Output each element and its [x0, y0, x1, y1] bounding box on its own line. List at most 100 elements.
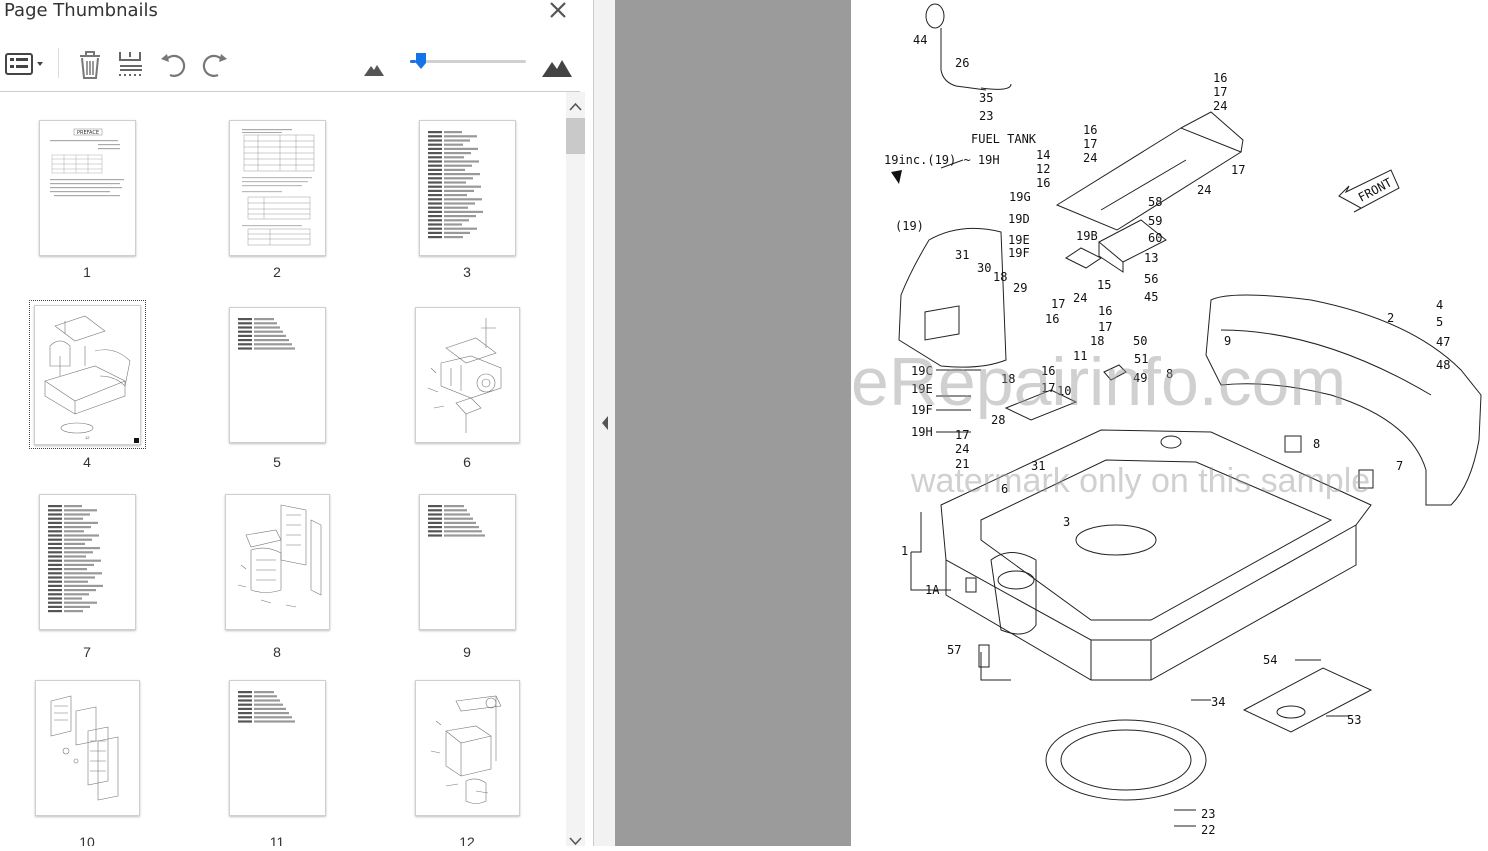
- part-callout: 6: [1001, 482, 1008, 496]
- thumbnail-size-slider[interactable]: [410, 53, 526, 69]
- part-callout: 59: [1148, 214, 1162, 228]
- part-callout: 31: [955, 248, 969, 262]
- page-preview: [229, 307, 326, 443]
- part-callout: 19B: [1076, 229, 1098, 243]
- part-callout: 50: [1133, 334, 1147, 348]
- part-callout: 19F: [911, 403, 933, 417]
- part-callout: 35: [979, 91, 993, 105]
- part-callout: 15: [1097, 278, 1111, 292]
- watermark-domain: eRepairinfo.com: [851, 344, 1346, 420]
- thumbnail-label: 11: [269, 834, 285, 846]
- part-callout: 19E: [1008, 233, 1030, 247]
- part-callout: 57: [947, 643, 961, 657]
- group-label: (19): [895, 219, 924, 233]
- insert-page-icon: [119, 52, 142, 76]
- part-callout: 54: [1263, 653, 1277, 667]
- thumbnail-page-5[interactable]: 5: [190, 282, 380, 472]
- zoom-out-thumbnails-button[interactable]: [362, 46, 386, 80]
- part-callout: 19G: [1009, 190, 1031, 204]
- thumbnail-page-10[interactable]: 10: [0, 662, 190, 846]
- thumbnail-label: 3: [463, 264, 471, 280]
- part-callout: 16: [1213, 71, 1227, 85]
- part-callout: 19F: [1008, 246, 1030, 260]
- part-callout: 23: [1201, 807, 1215, 821]
- page-preview: [229, 120, 326, 256]
- thumbnail-page-2[interactable]: 2: [190, 92, 380, 282]
- part-callout: 60: [1148, 231, 1162, 245]
- part-callout: 11: [1073, 349, 1087, 363]
- part-callout: 17: [1213, 85, 1227, 99]
- zoom-in-thumbnails-button[interactable]: [540, 46, 574, 80]
- delete-page-button[interactable]: [76, 46, 104, 80]
- part-callout: 48: [1436, 358, 1450, 372]
- close-panel-button[interactable]: [548, 0, 570, 22]
- thumbnail-page-8[interactable]: 8: [190, 472, 380, 662]
- part-callout: 23: [979, 109, 993, 123]
- page-preview: [419, 120, 516, 256]
- part-callout: 58: [1148, 195, 1162, 209]
- panel-splitter[interactable]: [593, 0, 616, 846]
- part-callout: 24: [1083, 151, 1097, 165]
- part-callout: 17: [955, 428, 969, 442]
- rotate-counterclockwise-button[interactable]: [158, 46, 188, 80]
- part-callout: 9: [1224, 334, 1231, 348]
- part-callout: 47: [1436, 335, 1450, 349]
- part-callout: 56: [1144, 272, 1158, 286]
- part-callout: 19H: [911, 425, 933, 439]
- thumbnail-label: 12: [459, 834, 475, 846]
- thumbnail-page-11[interactable]: 11: [190, 662, 380, 846]
- scroll-thumb[interactable]: [566, 118, 585, 154]
- part-callout: 24: [1213, 99, 1227, 113]
- insert-page-button[interactable]: [116, 46, 146, 80]
- page-preview: [225, 494, 330, 630]
- toolbar-separator: [58, 48, 59, 78]
- part-callout: 5: [1436, 315, 1443, 329]
- rotate-ccw-icon: [161, 54, 186, 77]
- part-callout: 16: [1041, 364, 1055, 378]
- part-callout: 14: [1036, 148, 1050, 162]
- part-callout: 31: [1031, 459, 1045, 473]
- slider-thumb[interactable]: [415, 53, 426, 69]
- part-callout: 16: [1083, 123, 1097, 137]
- watermark-notice: watermark only on this sample: [910, 462, 1370, 500]
- thumbnail-page-4[interactable]: 12 4: [0, 282, 190, 472]
- part-callout: 17: [1231, 163, 1245, 177]
- part-callout: 24: [1073, 291, 1087, 305]
- part-callout: 4: [1436, 298, 1443, 312]
- thumbnail-page-1[interactable]: PREFACE 1: [0, 92, 190, 282]
- part-callout: 8: [1166, 367, 1173, 381]
- page-preview: [419, 494, 516, 630]
- collapse-arrow-icon[interactable]: [594, 0, 616, 846]
- thumbnail-label: 4: [83, 454, 91, 470]
- thumbnail-scrollbar[interactable]: [566, 92, 585, 846]
- page-preview: [415, 307, 520, 443]
- rotate-cw-icon: [202, 54, 227, 77]
- part-callout: 26: [955, 56, 969, 70]
- part-callout: 12: [1036, 162, 1050, 176]
- thumbnail-page-6[interactable]: 6: [380, 282, 566, 472]
- thumbnail-options-button[interactable]: [4, 46, 48, 80]
- part-callout: 34: [1211, 695, 1225, 709]
- part-callout: 22: [1201, 823, 1215, 837]
- thumbnail-page-9[interactable]: 9: [380, 472, 566, 662]
- exploded-parts-diagram: 44263523161724161724141216172419G19D19E1…: [851, 3, 1482, 837]
- thumbnail-label: 8: [273, 644, 281, 660]
- thumbnail-page-7[interactable]: 7: [0, 472, 190, 662]
- thumbnail-page-3[interactable]: 3: [380, 92, 566, 282]
- page-preview: [35, 680, 140, 816]
- part-callout: 18: [993, 270, 1007, 284]
- part-callout: 19C: [911, 364, 933, 378]
- part-callout: 1: [901, 544, 908, 558]
- scroll-up-arrow-icon[interactable]: [566, 100, 585, 114]
- panel-title: Page Thumbnails: [4, 0, 158, 21]
- page-preview: [39, 494, 136, 630]
- close-icon: [550, 2, 566, 18]
- rotate-clockwise-button[interactable]: [200, 46, 230, 80]
- slider-fill: [410, 60, 416, 63]
- fuel-tank-label: FUEL TANK: [971, 132, 1037, 146]
- thumbnail-page-12[interactable]: 12: [380, 662, 566, 846]
- scroll-down-arrow-icon[interactable]: [566, 834, 585, 848]
- svg-text:12: 12: [85, 435, 90, 440]
- part-callout: 45: [1144, 290, 1158, 304]
